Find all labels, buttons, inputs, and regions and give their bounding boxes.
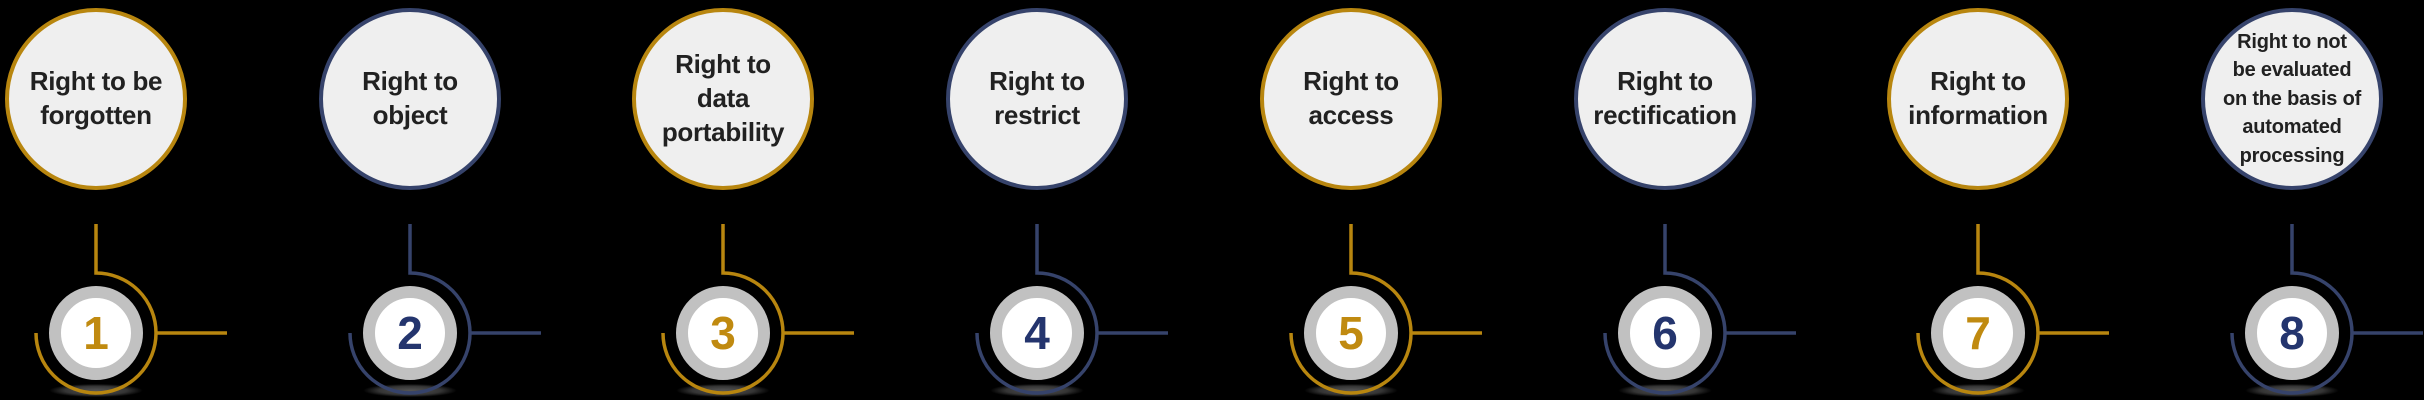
right-label: Right to data portability [661,49,785,147]
number-ring [49,286,143,380]
connector-path [1916,224,2109,395]
right-bubble: Right to object [319,8,501,190]
connector-path [348,224,541,395]
connector-curve [2230,224,2423,395]
right-group-5: Right to access 5 [1256,0,1516,400]
number-ring [363,286,457,380]
right-group-6: Right to rectification 6 [1570,0,1830,400]
number-ring [1931,286,2025,380]
right-label: Right to not be evaluated on the basis o… [2222,31,2362,167]
connector-curve [1916,224,2109,395]
number-ring [676,286,770,380]
right-bubble: Right to access [1260,8,1442,190]
right-bubble: Right to not be evaluated on the basis o… [2201,8,2383,190]
right-label: Right to access [1303,66,1399,130]
right-group-4: Right to restrict 4 [942,0,1202,400]
right-group-2: Right to object 2 [315,0,575,400]
right-bubble: Right to data portability [632,8,814,190]
step-number: 5 [1338,307,1364,359]
connector-path [1289,224,1482,395]
connector-curve [1603,224,1796,395]
step-number: 7 [1965,307,1991,359]
right-label: Right to restrict [989,66,1085,130]
right-group-1: Right to be forgotten 1 [1,0,261,400]
right-bubble: Right to be forgotten [5,8,187,190]
connector-path [2230,224,2423,395]
connector-path [661,224,854,395]
number-ring [1304,286,1398,380]
connector-path [975,224,1168,395]
step-number: 8 [2279,307,2305,359]
right-bubble: Right to information [1887,8,2069,190]
number-ring [990,286,1084,380]
right-group-8: Right to not be evaluated on the basis o… [2197,0,2424,400]
number-ring [2245,286,2339,380]
connector-path [1603,224,1796,395]
right-label: Right to rectification [1593,66,1737,130]
step-number: 4 [1024,307,1050,359]
step-number: 3 [710,307,736,359]
right-label: Right to information [1908,66,2048,130]
right-bubble: Right to rectification [1574,8,1756,190]
connector-path [34,224,227,395]
number-ring [1618,286,1712,380]
right-label: Right to object [362,66,458,130]
right-group-3: Right to data portability 3 [628,0,888,400]
step-number: 1 [83,307,109,359]
connector-curve [975,224,1168,395]
right-bubble: Right to restrict [946,8,1128,190]
connector-curve [348,224,541,395]
step-number: 6 [1652,307,1678,359]
connector-curve [661,224,854,395]
connector-curve [1289,224,1482,395]
step-number: 2 [397,307,423,359]
right-label: Right to be forgotten [29,66,163,130]
right-group-7: Right to information 7 [1883,0,2143,400]
connector-curve [34,224,227,395]
